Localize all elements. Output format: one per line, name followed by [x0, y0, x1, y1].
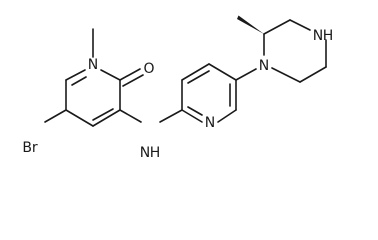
bond-carbonyl-1: [119, 68, 141, 81]
bond-py-c2-n1-inner: [187, 106, 203, 116]
bond-c6-n-inner: [71, 76, 87, 86]
bond-c3-nh: [119, 109, 142, 123]
bond-nh-py: [159, 109, 183, 123]
atom-label-n-pyridone: N: [88, 57, 98, 73]
bond-c6-n-outer: [65, 69, 86, 81]
atom-label-n-piperazine-4: N: [313, 28, 323, 44]
bond-pip-c3-n4: [289, 19, 311, 31]
bond-py-c4-c3-inner: [187, 70, 210, 84]
bond-py-c2-n1-outer: [181, 109, 203, 123]
bonds: [44, 19, 327, 127]
atom-label-h-amine: H: [150, 145, 161, 161]
bond-c4-c5: [65, 109, 94, 127]
bond-py-pip: [235, 68, 257, 81]
stereo-wedge-methyl: [237, 15, 264, 34]
bond-pip-c2-c3: [263, 19, 291, 35]
bond-c5-br: [44, 109, 67, 123]
atom-label-o-carbonyl: O: [143, 61, 154, 77]
bond-n-c2: [100, 69, 121, 81]
atom-label-n-amine: N: [140, 145, 150, 161]
bond-c3-c4-inner: [92, 108, 114, 121]
atom-label-br: Br: [22, 140, 38, 156]
bond-pip-c5-c6: [299, 66, 327, 83]
atom-label-n-pyridine: N: [205, 115, 215, 131]
bond-py-c4-c3-outer: [181, 63, 210, 81]
chemical-structure: N O Br N H N N N H: [22, 15, 333, 161]
bond-carbonyl-2: [122, 74, 144, 87]
atom-labels: N O Br N H N N N H: [22, 28, 333, 161]
atom-label-n-piperazine-1: N: [259, 58, 269, 74]
atom-label-h-piperazine: H: [323, 28, 334, 44]
bond-py-n1-c6: [217, 109, 237, 123]
bond-pip-c6-n1: [271, 67, 301, 83]
bond-c3-c4-outer: [92, 109, 121, 127]
bond-py-c5-c4: [208, 63, 237, 81]
